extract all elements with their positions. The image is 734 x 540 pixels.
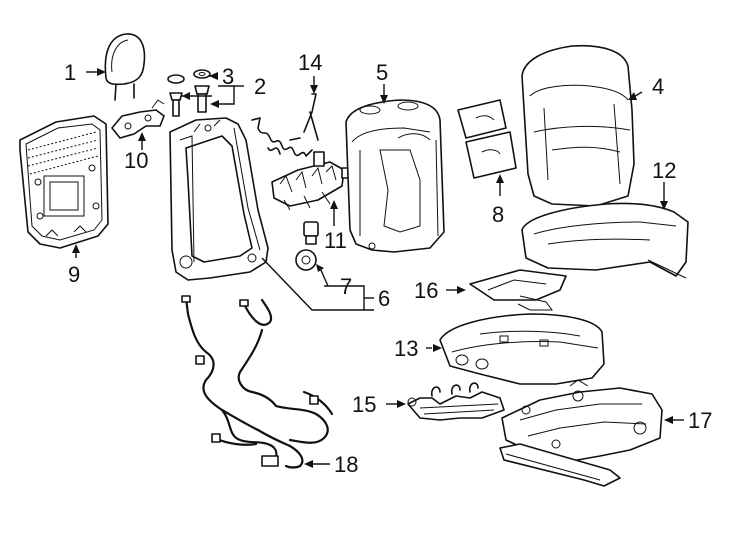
part-bracket (111, 99, 165, 139)
callout-1: 1 (64, 60, 76, 85)
part-motor (295, 221, 319, 271)
part-seatback-cover (521, 44, 635, 207)
callout-9: 9 (68, 262, 80, 287)
callout-11: 11 (324, 228, 347, 253)
callout-8: 8 (492, 202, 504, 227)
callout-16: 16 (414, 278, 438, 303)
callout-labels: 1 2 3 4 5 6 7 8 9 10 11 12 13 14 15 16 1… (64, 50, 712, 477)
part-lumbar-module (271, 151, 353, 211)
callout-12: 12 (652, 158, 676, 183)
part-seat-pan (469, 269, 567, 311)
leader-lines (72, 68, 684, 468)
part-heater-pad (457, 99, 517, 179)
callout-10: 10 (124, 148, 148, 173)
callout-4: 4 (652, 74, 664, 99)
callout-17: 17 (688, 408, 712, 433)
part-seatback-frame (169, 117, 269, 281)
part-seatback-pad (345, 99, 445, 253)
part-seat-track (499, 379, 663, 487)
callout-6: 6 (378, 286, 390, 311)
callout-7: 7 (340, 274, 352, 299)
part-cushion-cover (521, 202, 689, 279)
callout-14: 14 (298, 50, 322, 75)
callout-13: 13 (394, 336, 418, 361)
part-headrest-guides (167, 69, 211, 117)
part-spring-assembly (407, 382, 505, 421)
part-headrest (104, 33, 146, 101)
part-wiring-harness (181, 295, 334, 469)
callout-15: 15 (352, 392, 376, 417)
callout-18: 18 (334, 452, 358, 477)
part-wire-spring (251, 93, 319, 157)
part-back-panel (19, 115, 109, 249)
part-cushion-pad (439, 313, 605, 385)
callout-2: 2 (254, 74, 266, 99)
callout-5: 5 (376, 60, 388, 85)
callout-3: 3 (222, 64, 234, 89)
